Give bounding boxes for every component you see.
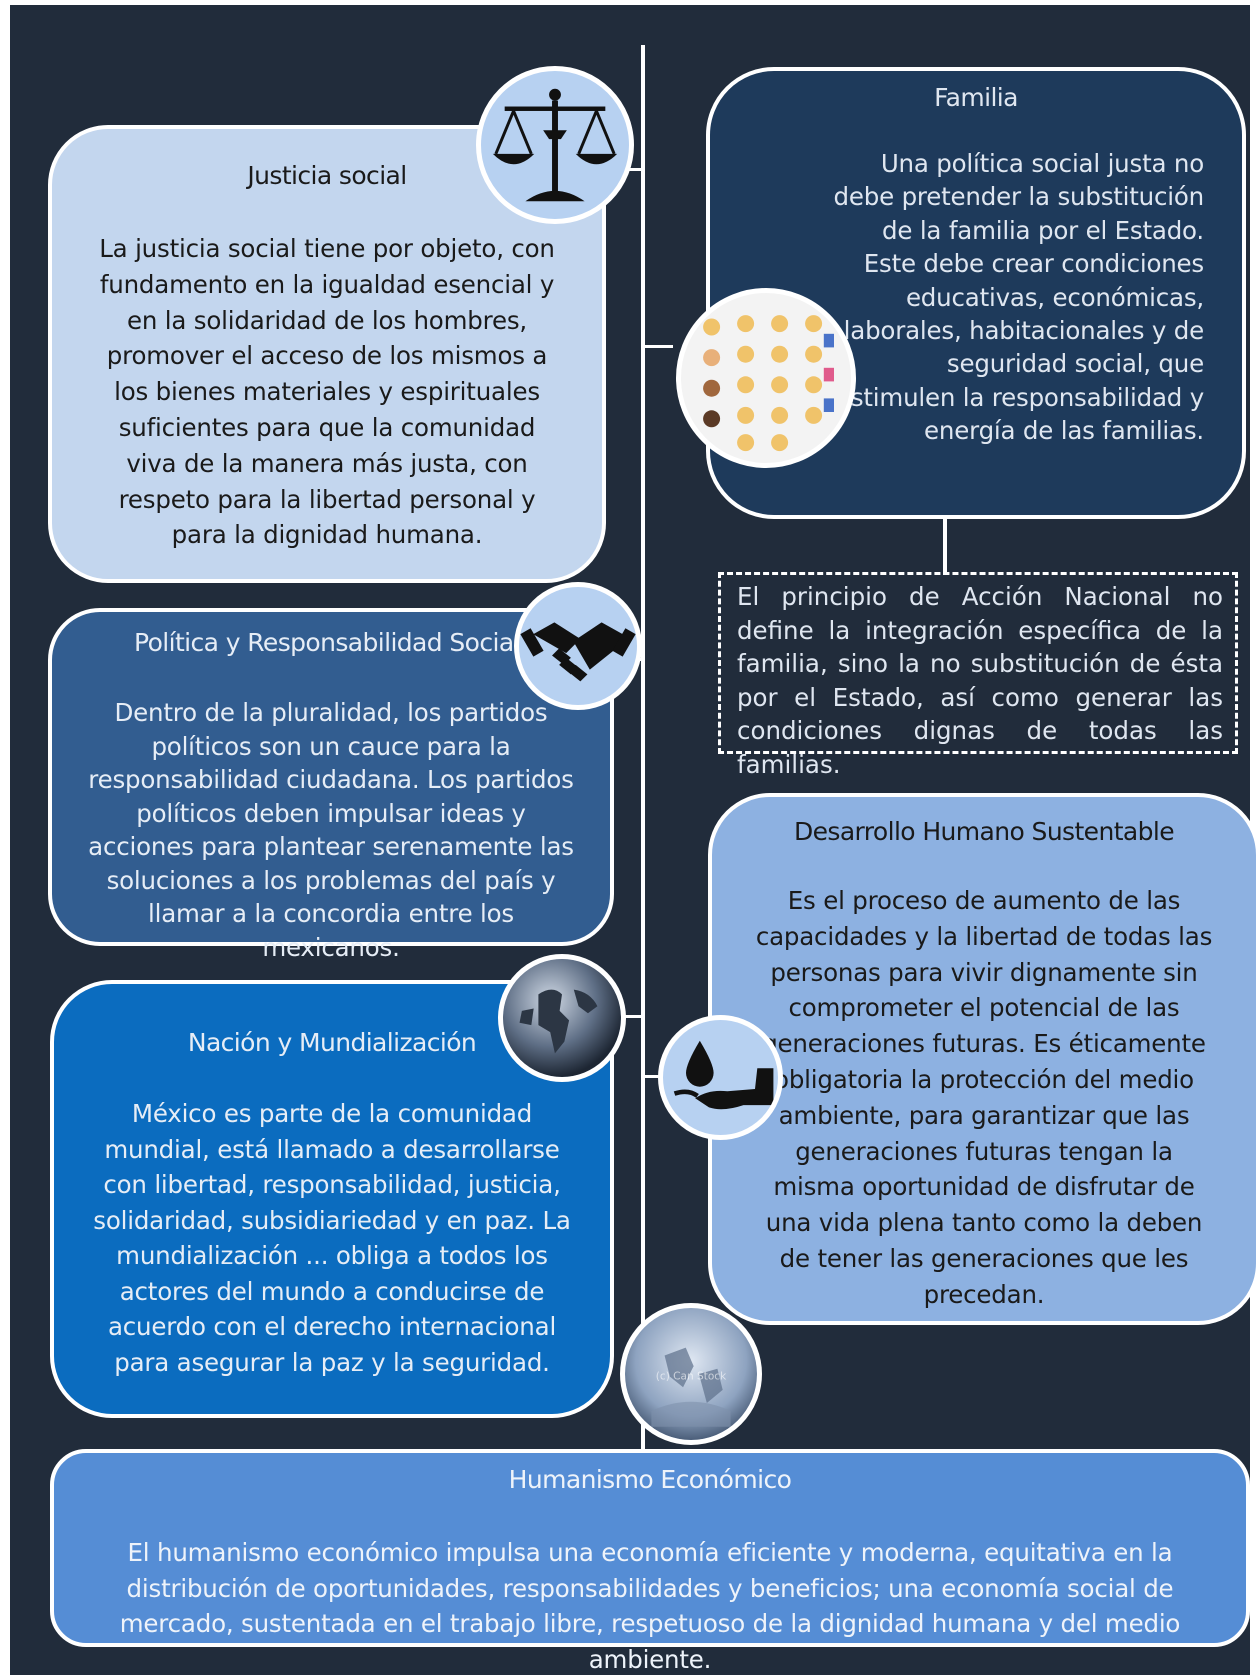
family-emoji-icon [676,288,856,468]
timeline-vertical-line [641,45,645,1455]
desarrollo-text: Es el proceso de aumento de las capacida… [755,886,1213,1309]
scales-icon [476,66,634,224]
connector-familia [643,345,673,348]
desarrollo-card: Desarrollo Humano Sustentable Es el proc… [708,793,1260,1325]
nacion-title: Nación y Mundialización [187,1028,477,1057]
handshake-icon [514,582,642,710]
humanismo-card: Humanismo Económico El humanismo económi… [50,1449,1250,1674]
humanismo-text: El humanismo económico impulsa una econo… [119,1538,1181,1674]
familia-note-box: El principio de Acción Nacional no defin… [718,572,1238,779]
globe-icon [498,954,626,1082]
hand-water-drop-icon [658,1015,783,1140]
desarrollo-title: Desarrollo Humano Sustentable [793,817,1175,846]
politica-title: Política y Responsabilidad Social [134,628,521,657]
infographic-canvas: Justicia social La justicia social tiene… [10,5,1260,1675]
familia-text: Una política social justa no debe preten… [833,149,1205,446]
watermark-text: (c) Can Stock [656,1370,727,1382]
connector-familia-note [943,517,947,575]
justicia-social-card: Justicia social La justicia social tiene… [48,125,606,583]
globe-hand-icon: (c) Can Stock [620,1303,762,1445]
nacion-text: México es parte de la comunidad mundial,… [93,1099,571,1377]
justicia-social-title: Justicia social [247,161,407,190]
nacion-card: Nación y Mundialización México es parte … [50,980,614,1418]
familia-note-text: El principio de Acción Nacional no defin… [737,582,1223,779]
humanismo-title: Humanismo Económico [508,1465,792,1494]
familia-title: Familia [934,83,1018,112]
politica-text: Dentro de la pluralidad, los partidos po… [88,698,574,962]
justicia-social-text: La justicia social tiene por objeto, con… [99,234,555,550]
